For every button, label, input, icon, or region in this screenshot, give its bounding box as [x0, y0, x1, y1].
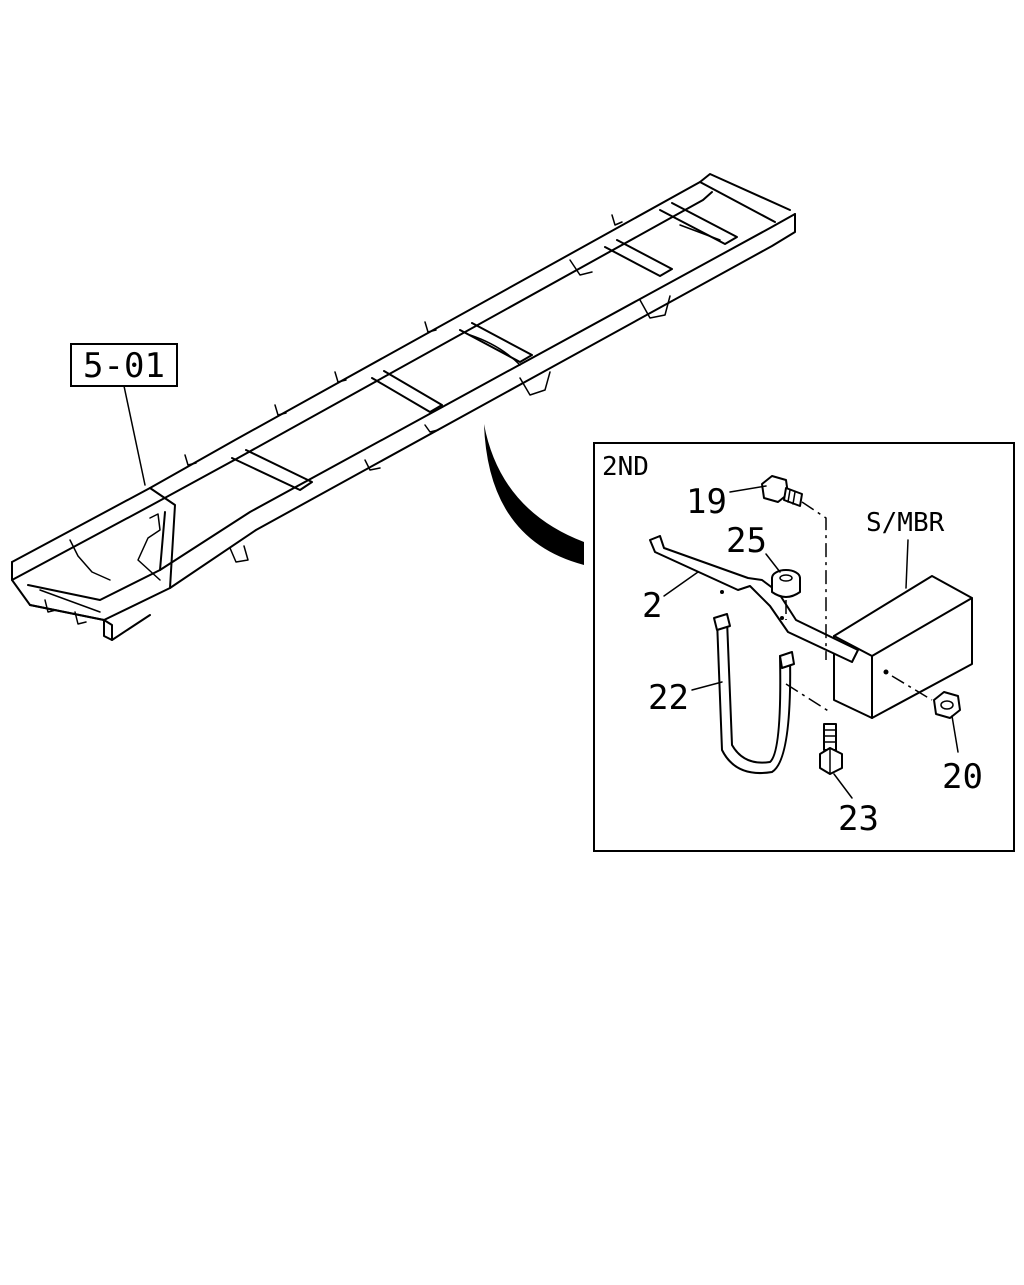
main-reference-leader	[123, 385, 146, 486]
main-reference-box	[70, 343, 178, 387]
part-label-19: 19	[686, 482, 727, 522]
part-label-25: 25	[726, 521, 767, 561]
part-label-20: 20	[942, 757, 983, 797]
detail-title: 2ND	[602, 452, 649, 482]
chassis-frame	[11, 173, 796, 641]
detail-view: 2ND S/MBR	[593, 442, 1015, 852]
main-reference-label: 5-01	[83, 346, 165, 386]
spacer-part-25	[771, 569, 801, 620]
part-label-2: 2	[642, 586, 662, 626]
bolt-part-23	[819, 723, 843, 775]
part-label-23: 23	[838, 799, 879, 839]
part-label-22: 22	[648, 678, 689, 718]
bolt-part-19	[761, 475, 827, 660]
nut-part-20	[891, 675, 961, 719]
side-member-block: S/MBR	[833, 508, 973, 719]
side-member-label: S/MBR	[866, 508, 945, 538]
detail-pointer-arrow	[484, 424, 584, 565]
main-reference-callout: 5-01	[70, 343, 178, 486]
bracket-part	[649, 535, 859, 663]
strap-part-22	[713, 613, 831, 774]
